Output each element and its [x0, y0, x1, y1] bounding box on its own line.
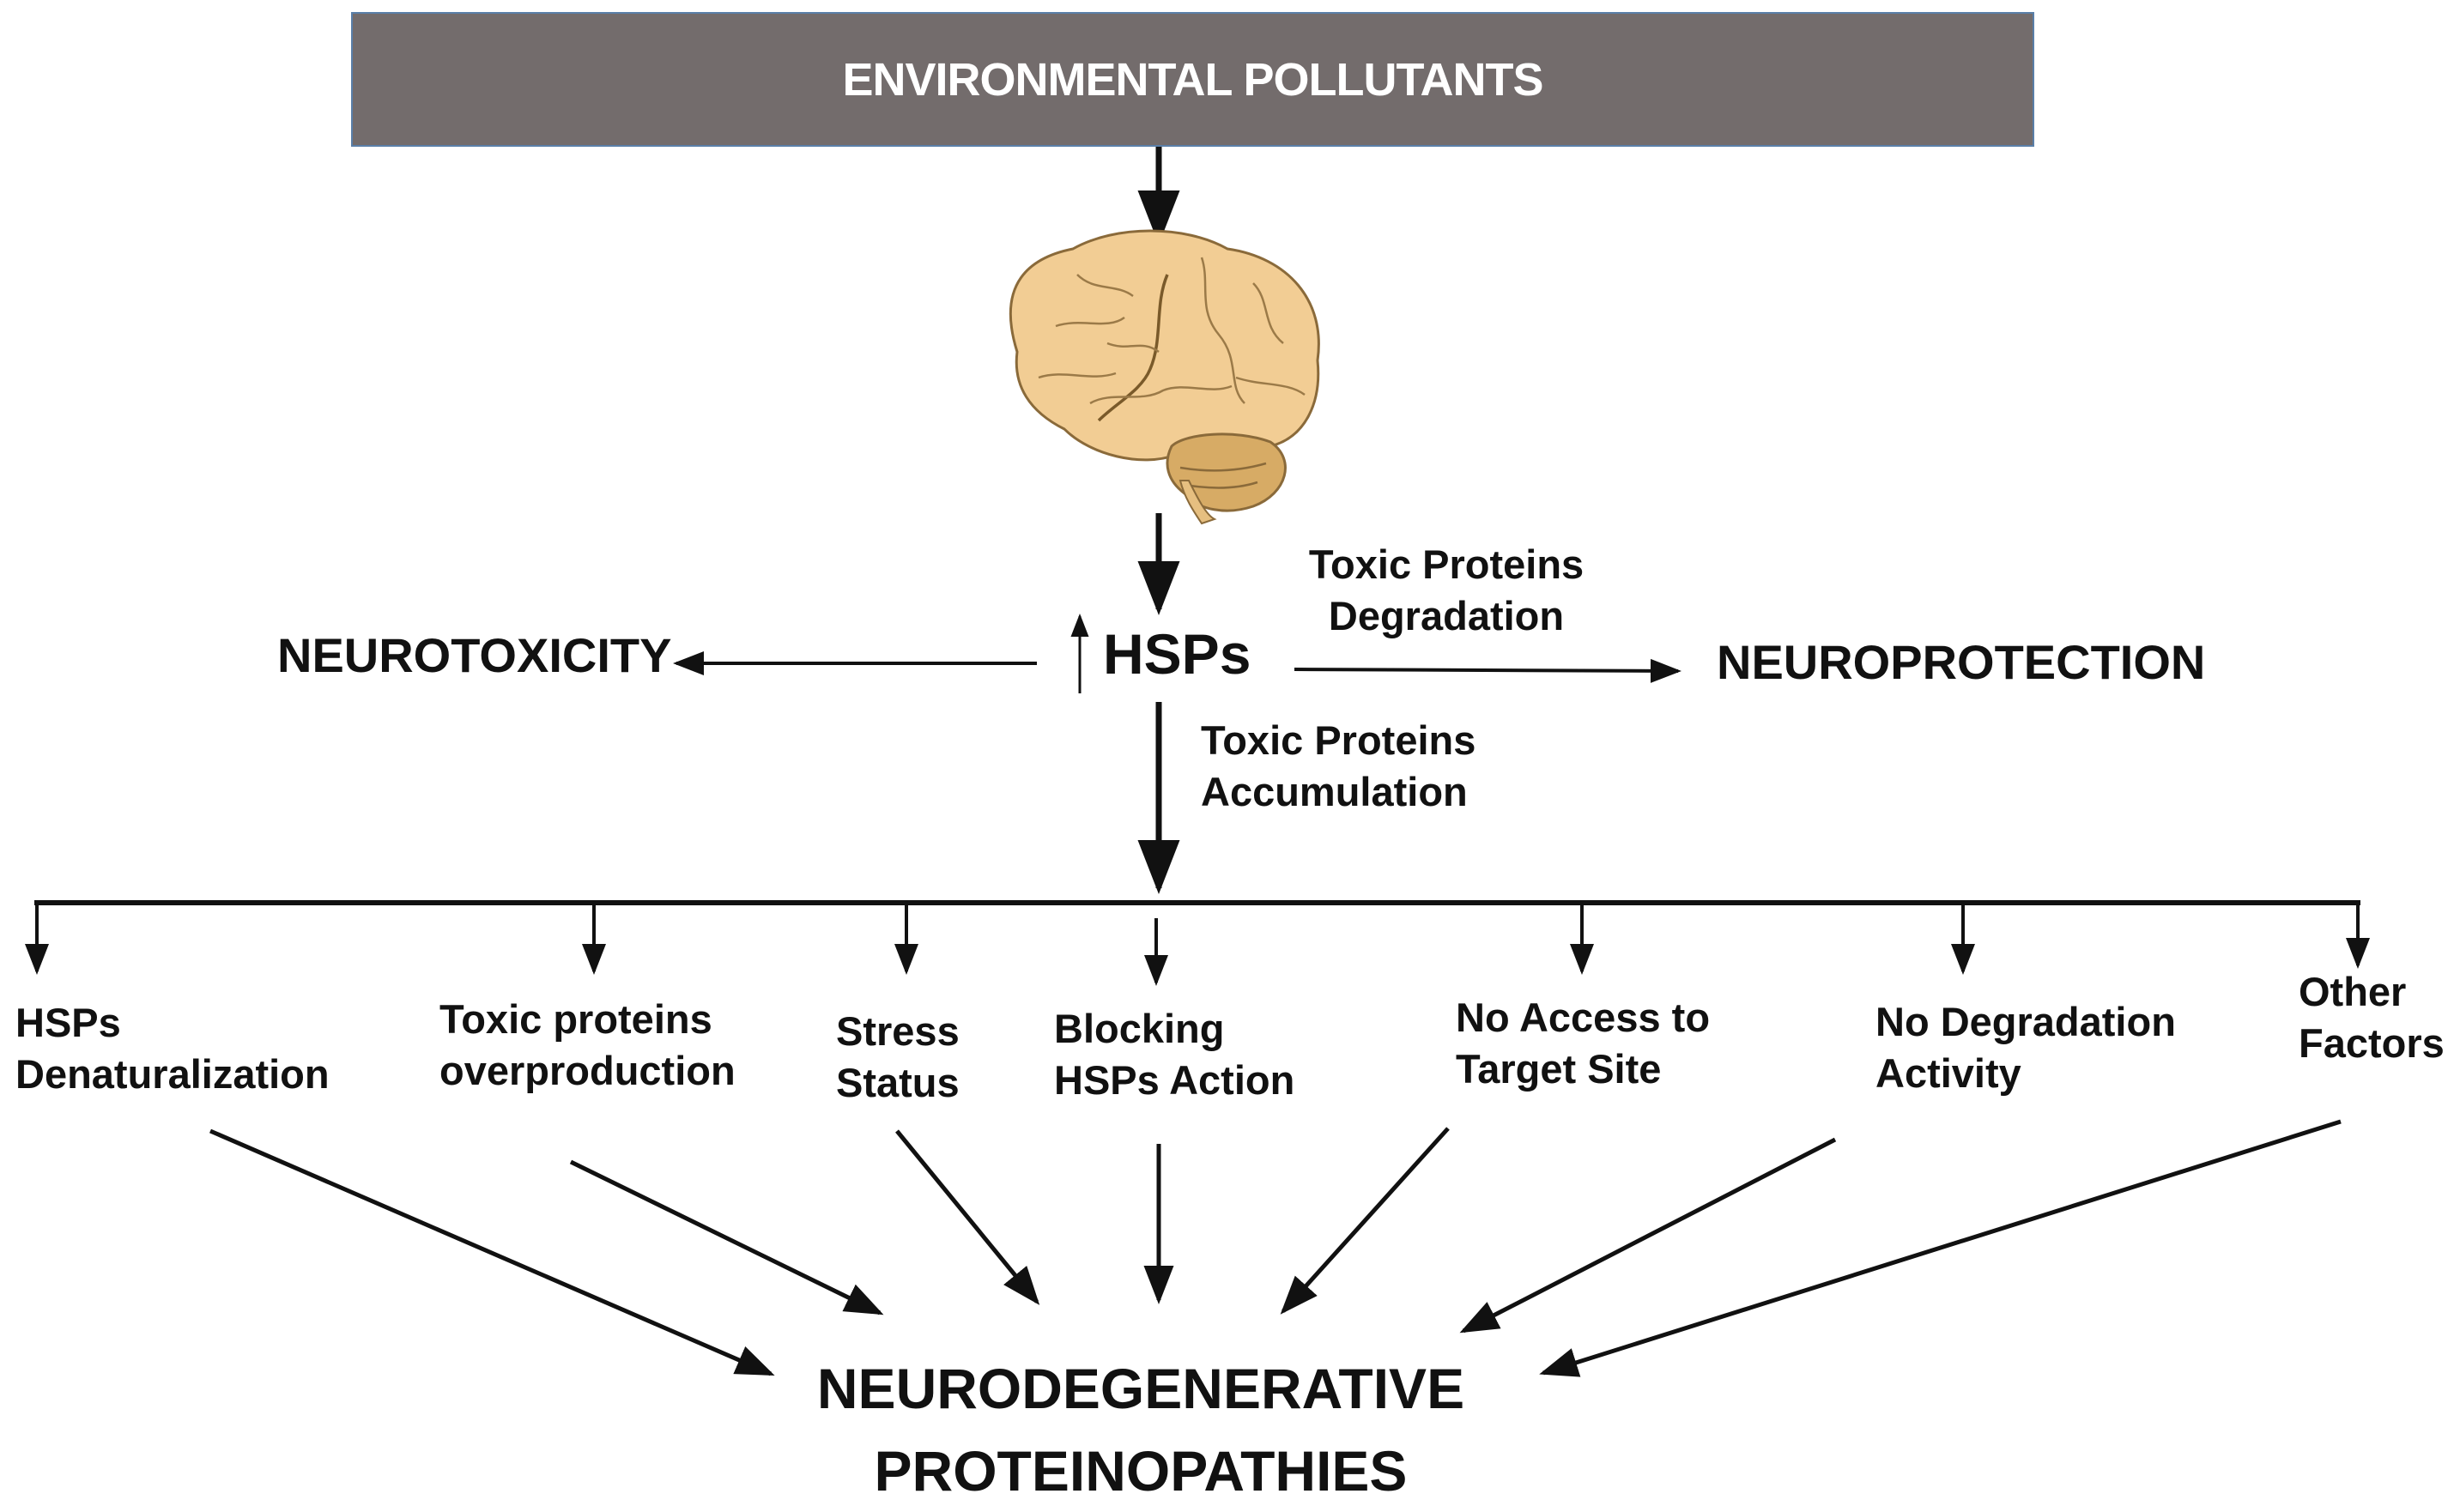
environmental-pollutants-label: ENVIRONMENTAL POLLUTANTS [842, 53, 1544, 106]
brain-icon [1009, 229, 1320, 525]
factor-2-line-2: overproduction [439, 1047, 736, 1093]
factor-5-line-1: No Access to [1456, 995, 1711, 1040]
factor-other-factors: Other Factors [2299, 966, 2445, 1068]
outcome-line-1: NEURODEGENERATIVE [816, 1357, 1465, 1420]
factor-2-line-1: Toxic proteins [439, 996, 712, 1042]
degradation-label: Toxic Proteins Degradation [1292, 539, 1601, 641]
factor-4-line-2: HSPs Action [1054, 1056, 1295, 1103]
factor-stress-status: Stress Status [836, 1006, 960, 1108]
converge-arrow-factor-6 [1459, 1137, 1837, 1334]
outcome-line-2: PROTEINOPATHIES [874, 1438, 1408, 1503]
neurodegenerative-proteinopathies-label: NEURODEGENERATIVE PROTEINOPATHIES [763, 1348, 1518, 1512]
neuroprotection-label: NEUROPROTECTION [1717, 635, 2206, 689]
factor-toxic-proteins-overproduction: Toxic proteins overproduction [439, 994, 736, 1096]
factor-7-line-1: Other [2299, 969, 2407, 1014]
factor-1-line-1: HSPs [15, 1000, 121, 1045]
converge-arrow-factor-1 [209, 1128, 775, 1376]
converge-arrow-factor-5 [1280, 1127, 1450, 1315]
converge-arrow-factor-2 [569, 1159, 884, 1315]
converge-arrow-factor-7 [1539, 1119, 2342, 1377]
factor-6-line-1: No Degradation [1875, 999, 2176, 1044]
factor-7-line-2: Factors [2299, 1019, 2445, 1066]
factor-blocking-hsps-action: Blocking HSPs Action [1054, 1003, 1294, 1105]
converge-arrow-factor-3 [895, 1129, 1040, 1305]
factor-3-line-1: Stress [836, 1008, 960, 1054]
accumulation-label: Toxic Proteins Accumulation [1201, 715, 1475, 817]
degradation-line-1: Toxic Proteins [1308, 541, 1584, 587]
hsps-label: HSPs [1103, 622, 1251, 686]
factor-3-line-2: Status [836, 1059, 960, 1105]
factor-4-line-1: Blocking [1054, 1006, 1225, 1051]
arrow-to-neuroprotection [1294, 658, 1681, 683]
neurotoxicity-label: NEUROTOXICITY [277, 628, 672, 682]
environmental-pollutants-box: ENVIRONMENTAL POLLUTANTS [351, 12, 2034, 147]
factor-hsps-denaturalization: HSPs Denaturalization [15, 997, 330, 1099]
factor-no-degradation-activity: No Degradation Activity [1875, 996, 2176, 1098]
factor-5-line-2: Target Site [1456, 1045, 1662, 1092]
factor-no-access-to-target-site: No Access to Target Site [1456, 992, 1710, 1094]
factor-6-line-2: Activity [1875, 1049, 2021, 1096]
accumulation-line-1: Toxic Proteins [1201, 717, 1476, 763]
degradation-line-2: Degradation [1328, 592, 1565, 638]
factor-1-line-2: Denaturalization [15, 1050, 330, 1097]
accumulation-line-2: Accumulation [1201, 768, 1468, 814]
